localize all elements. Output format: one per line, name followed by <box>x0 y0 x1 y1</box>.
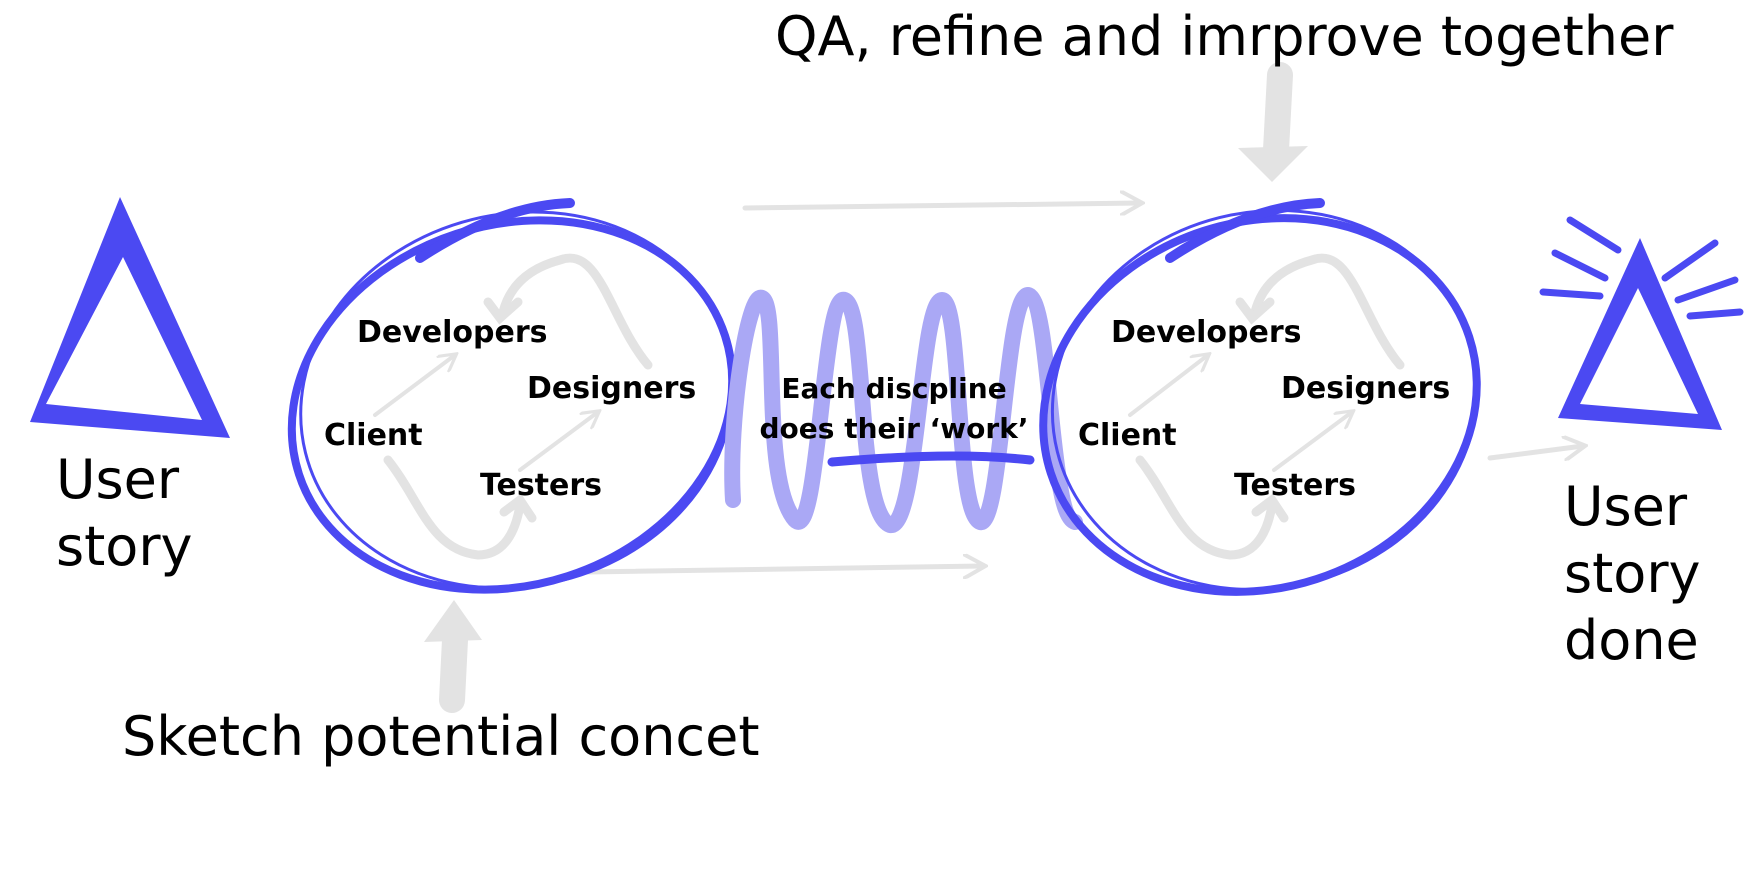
underline-mark <box>827 451 1035 467</box>
top-caption: QA, refine and imrprove together <box>775 5 1674 68</box>
qa-arrow <box>1238 62 1308 182</box>
testers-label: Testers <box>1234 468 1356 503</box>
client-label: Client <box>1078 418 1177 453</box>
end-label-line1: User <box>1564 475 1688 538</box>
bottom-flow-arrow <box>585 566 983 572</box>
sketch-arrow <box>424 600 482 713</box>
triangle-burst-icon <box>1539 216 1744 430</box>
designers-label: Designers <box>527 371 696 406</box>
designers-label: Designers <box>1281 371 1450 406</box>
end-label-line2: story <box>1564 542 1701 605</box>
client-label: Client <box>324 418 423 453</box>
developers-label: Developers <box>357 315 548 350</box>
scribble-connector <box>724 287 1083 533</box>
done-flow-arrow <box>1487 446 1583 458</box>
loop-2: Developers Designers Client Testers <box>1039 198 1481 596</box>
bottom-caption: Sketch potential concet <box>122 705 760 768</box>
triangle-icon <box>30 197 230 438</box>
testers-label: Testers <box>480 468 602 503</box>
middle-label-line1: Each discpline <box>781 372 1006 405</box>
start-label-line1: User <box>56 448 180 511</box>
middle-label-line2: does their ‘work’ <box>760 412 1029 445</box>
end-label-line3: done <box>1564 609 1699 672</box>
top-flow-arrow <box>742 203 1140 208</box>
developers-label: Developers <box>1111 315 1302 350</box>
loop-1: Developers Designers Client Testers <box>287 198 737 594</box>
start-label-line2: story <box>56 515 193 578</box>
